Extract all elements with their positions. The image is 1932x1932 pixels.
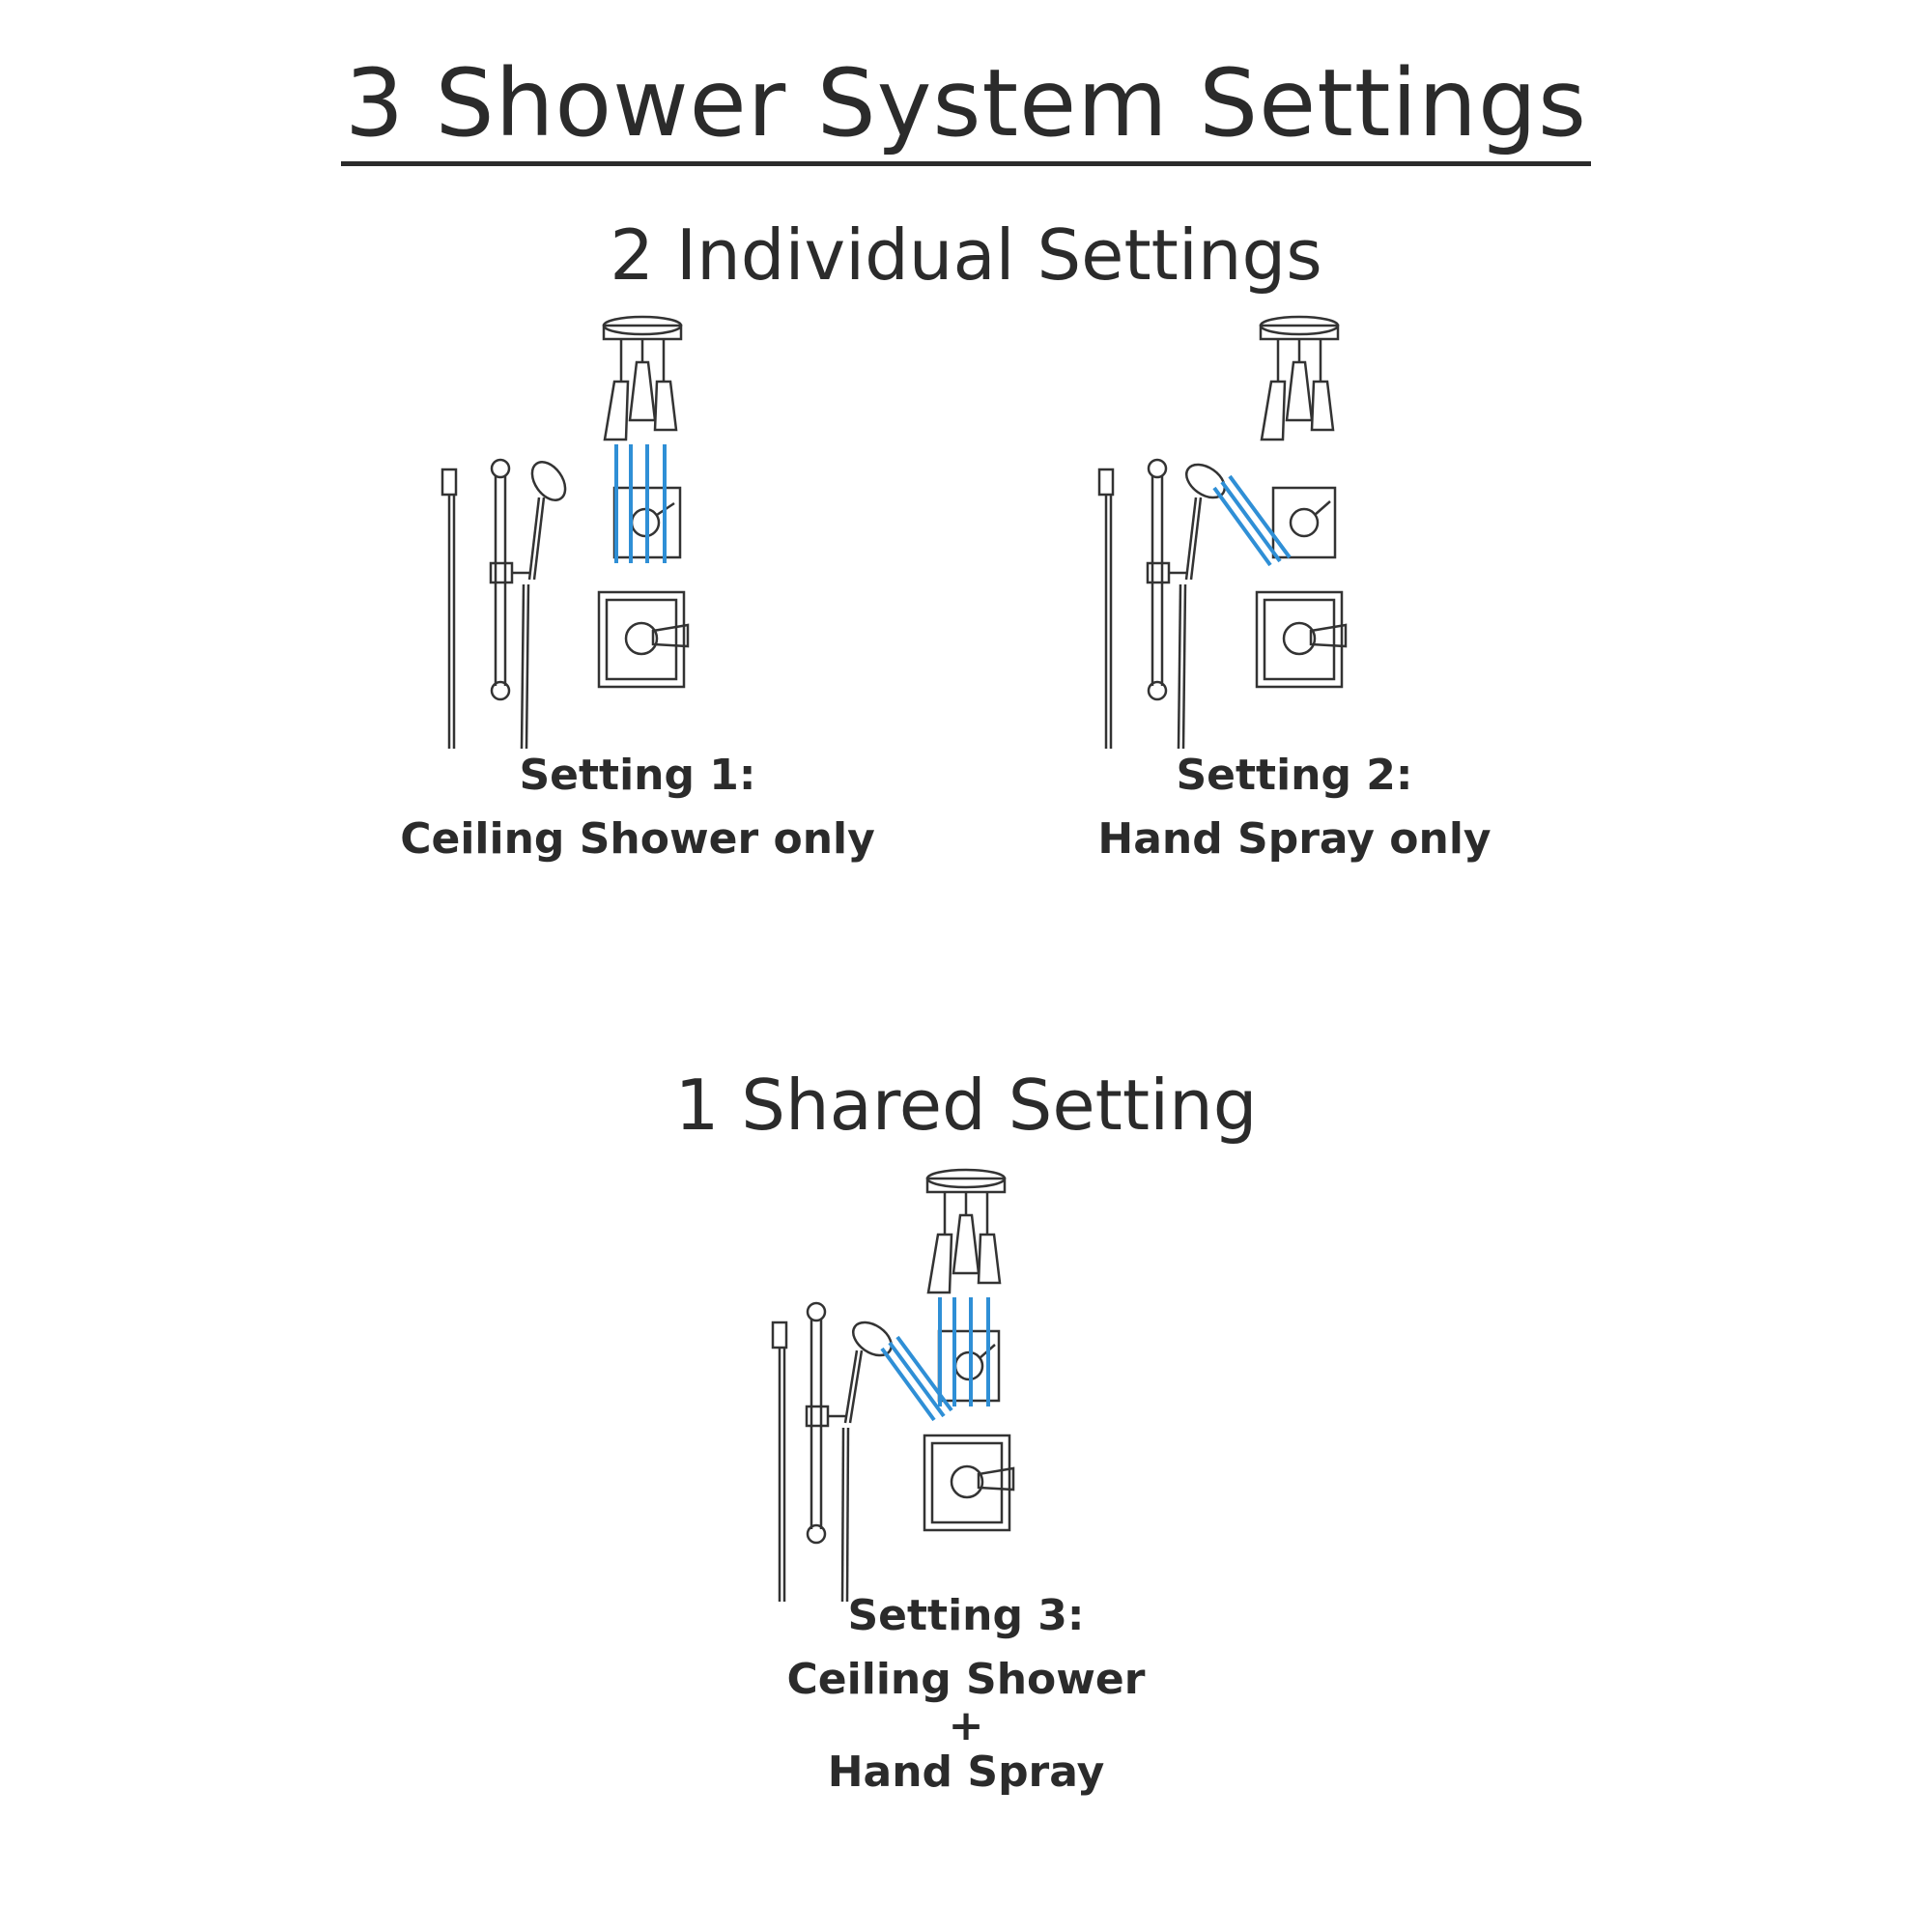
setting-3-caption: Setting 3: Ceiling Shower + Hand Spray: [715, 1584, 1217, 1804]
setting-3-description-line2: Hand Spray: [827, 1747, 1105, 1797]
setting-2-caption: Setting 2: Hand Spray only: [1043, 744, 1546, 871]
water-stream-icon: [880, 1297, 990, 1422]
hand-spray-icon: [520, 461, 567, 750]
setting-2-label: Setting 2:: [1176, 751, 1413, 800]
individual-settings-heading: 2 Individual Settings: [610, 214, 1322, 296]
ceiling-shower-icon: [1259, 315, 1340, 441]
mixer-valve-icon: [597, 590, 690, 689]
page-title-text: 3 Shower System Settings: [341, 49, 1591, 166]
water-stream-icon: [614, 444, 667, 563]
setting-3-diagram: [771, 1168, 1015, 1603]
hand-spray-icon: [840, 1321, 893, 1603]
setting-2-description: Hand Spray only: [1097, 814, 1492, 864]
setting-1-description: Ceiling Shower only: [400, 814, 875, 864]
setting-3-label: Setting 3:: [847, 1591, 1085, 1640]
mixer-valve-icon: [923, 1434, 1015, 1532]
page-title: 3 Shower System Settings: [0, 49, 1932, 166]
ceiling-shower-icon: [925, 1168, 1007, 1294]
setting-1-label: Setting 1:: [519, 751, 756, 800]
setting-2-diagram: [1097, 315, 1348, 750]
setting-1-diagram: [440, 315, 690, 750]
slide-bar-icon: [440, 458, 531, 749]
diverter-valve-icon: [1271, 486, 1337, 559]
slide-bar-icon: [771, 1301, 847, 1602]
setting-3-description-line1: Ceiling Shower: [786, 1655, 1146, 1704]
slide-bar-icon: [1097, 458, 1188, 749]
setting-1-caption: Setting 1: Ceiling Shower only: [386, 744, 889, 871]
mixer-valve-icon: [1255, 590, 1348, 689]
ceiling-shower-icon: [602, 315, 683, 441]
shared-setting-heading: 1 Shared Setting: [674, 1065, 1258, 1146]
setting-3-plus: +: [948, 1701, 984, 1750]
water-stream-icon: [1212, 474, 1292, 567]
hand-spray-icon: [1177, 463, 1226, 750]
